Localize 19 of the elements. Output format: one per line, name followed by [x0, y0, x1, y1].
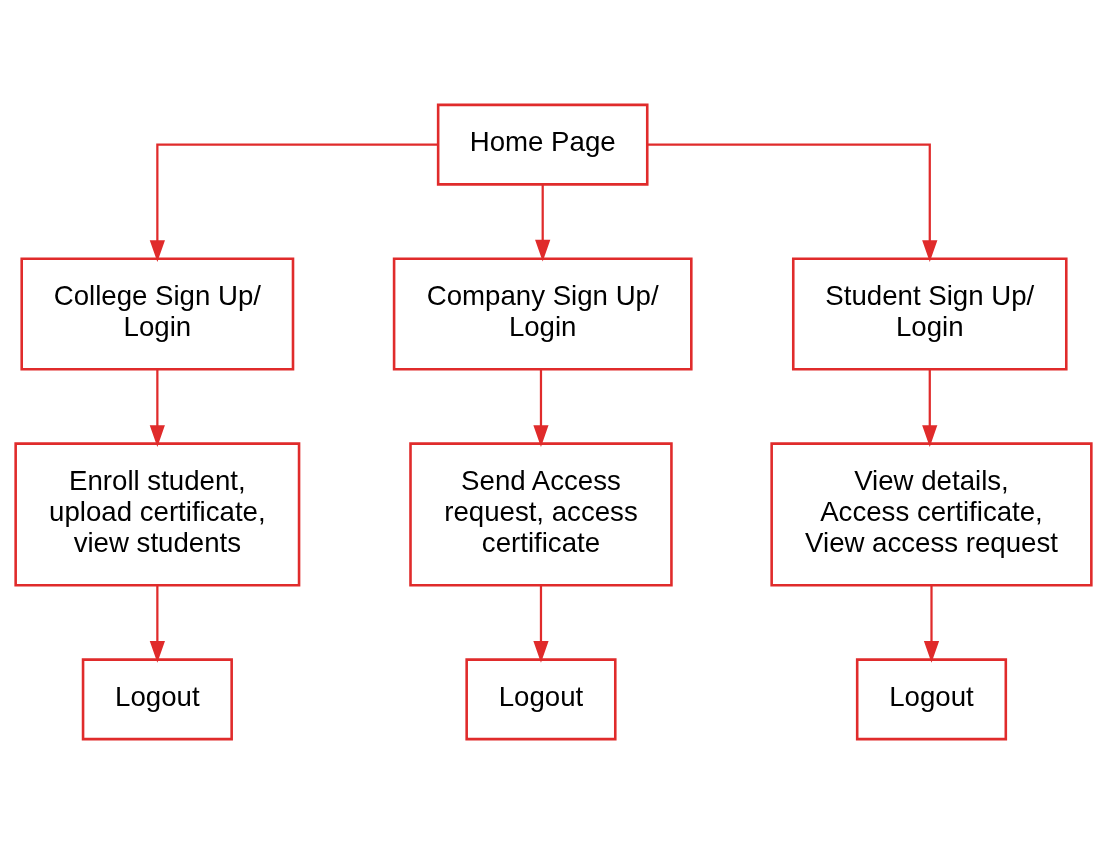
node-box: Logout — [855, 657, 1008, 740]
node-box: View details, Access certificate, View access request — [770, 441, 1093, 587]
arrow — [922, 368, 938, 447]
arrow — [647, 143, 938, 262]
arrow — [533, 584, 549, 663]
node-box: Enroll student, upload certificate, view students — [14, 441, 301, 587]
node-box: Company Sign Up/ Login — [392, 256, 693, 371]
arrow — [533, 368, 549, 447]
node-box: Home Page — [436, 103, 649, 186]
arrow — [923, 584, 940, 663]
node-box: Send Access request, access certificate — [409, 441, 673, 587]
node-box: Student Sign Up/ Login — [791, 256, 1068, 371]
arrow — [149, 584, 165, 663]
arrow — [149, 143, 438, 262]
arrow — [535, 184, 551, 262]
node-box: Logout — [465, 657, 617, 740]
node-box: Logout — [81, 657, 233, 740]
arrow — [149, 368, 165, 447]
node-box: College Sign Up/ Login — [20, 256, 295, 371]
